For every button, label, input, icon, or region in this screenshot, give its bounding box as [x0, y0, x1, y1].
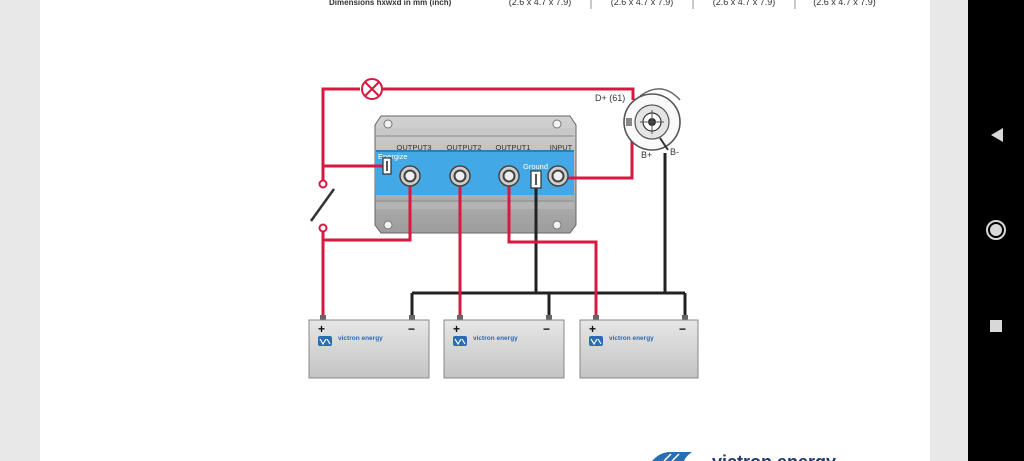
back-button[interactable]: [976, 115, 1016, 155]
terminal-output2: [449, 165, 471, 187]
spec-cell-4: (2.6 x 4.7 x 7.9): [796, 0, 893, 9]
battery-1: + − victron energy: [308, 315, 430, 379]
victron-logo-icon: [318, 336, 332, 346]
battery-minus-sign: −: [543, 322, 550, 336]
victron-logo-icon: [589, 336, 603, 346]
positive-wires: [321, 87, 635, 318]
spec-cell-2: (2.6 x 4.7 x 7.9): [592, 0, 692, 9]
terminal-ground: [530, 170, 542, 189]
label-ground: Ground: [523, 162, 548, 171]
battery-brand-label: victron energy: [473, 335, 518, 342]
warning-lamp-icon: [361, 78, 383, 100]
energize-switch: [309, 179, 336, 233]
negative-wires: [410, 153, 687, 318]
battery-plus-sign: +: [453, 322, 460, 336]
battery-brand-label: victron energy: [338, 335, 383, 342]
terminal-energize: [382, 157, 392, 175]
footer-logo-icon: [652, 452, 692, 461]
spec-row-label: Dimensions hxwxd in mm (inch): [323, 0, 495, 9]
spec-table: Dimensions hxwxd in mm (inch) (2.6 x 4.7…: [323, 0, 893, 9]
android-nav-bar: [968, 0, 1024, 461]
terminal-input: [547, 165, 569, 187]
battery-brand-label: victron energy: [609, 335, 654, 342]
battery-3: + − victron energy: [579, 315, 699, 379]
battery-minus-sign: −: [679, 322, 686, 336]
wiring-diagram: OUTPUT3 OUTPUT2 OUTPUT1 INPUT Energize G…: [308, 78, 836, 461]
terminal-output1: [498, 165, 520, 187]
battery-plus-sign: +: [318, 322, 325, 336]
back-icon: [991, 128, 1003, 142]
victron-logo-icon: [453, 336, 467, 346]
label-output3: OUTPUT3: [396, 143, 431, 152]
battery-2: + − victron energy: [443, 315, 565, 379]
label-energize: Energize: [378, 152, 408, 161]
spec-cell-3: (2.6 x 4.7 x 7.9): [694, 0, 794, 9]
battery-minus-sign: −: [408, 322, 415, 336]
label-output2: OUTPUT2: [446, 143, 481, 152]
home-icon: [986, 220, 1006, 240]
recents-icon: [990, 320, 1002, 332]
label-input: INPUT: [550, 143, 573, 152]
label-output1: OUTPUT1: [495, 143, 530, 152]
footer-brand-text: victron energy: [712, 452, 836, 461]
label-b-minus: B-: [670, 147, 679, 157]
recents-button[interactable]: [976, 306, 1016, 346]
label-b-plus: B+: [641, 150, 652, 160]
spec-cell-1: (2.6 x 4.7 x 7.9): [490, 0, 590, 9]
alternator-icon: [623, 88, 681, 151]
document-viewer[interactable]: Dimensions hxwxd in mm (inch) (2.6 x 4.7…: [0, 0, 968, 461]
home-button[interactable]: [976, 210, 1016, 250]
battery-plus-sign: +: [589, 322, 596, 336]
terminal-output3: [399, 165, 421, 187]
label-d-plus: D+ (61): [595, 93, 625, 103]
